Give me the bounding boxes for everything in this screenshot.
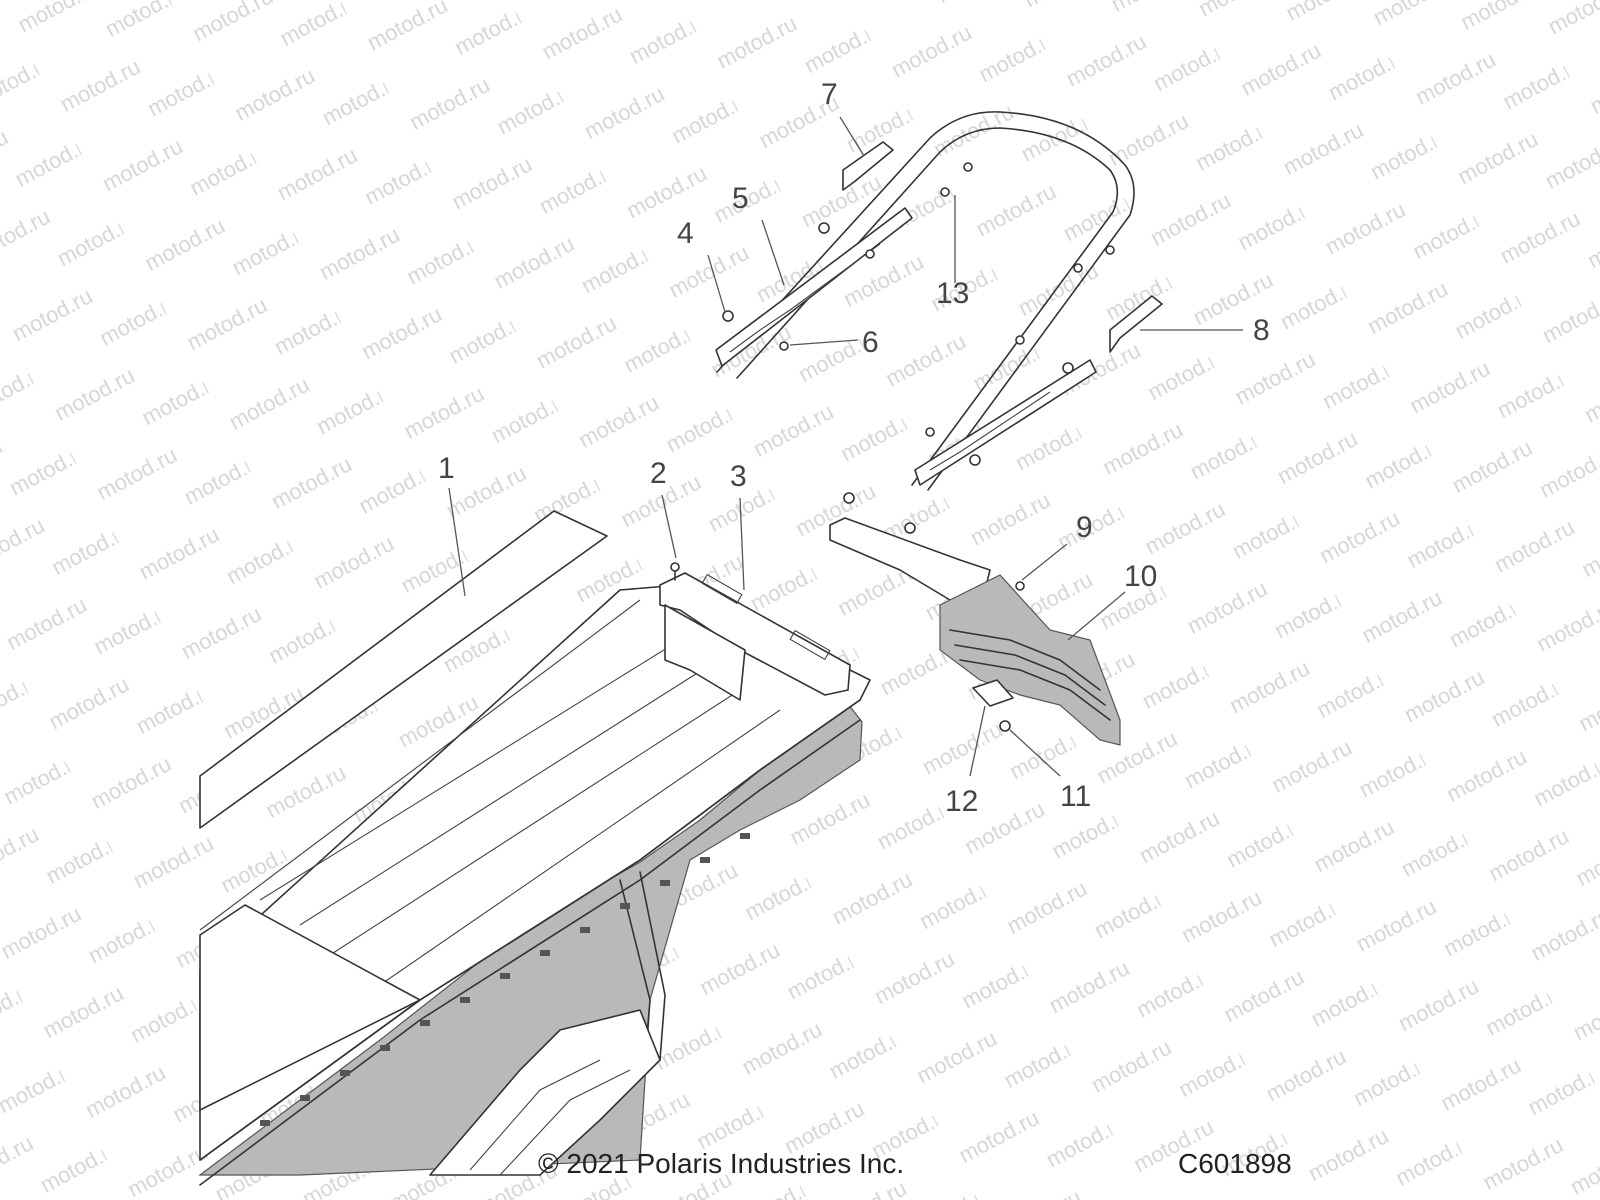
callout-9: 9 [1076, 511, 1093, 544]
callout-3: 3 [730, 460, 747, 493]
callout-2: 2 [650, 457, 667, 490]
part-12-plate [972, 679, 1014, 707]
part-9-bracket [829, 492, 1025, 601]
callout-5: 5 [732, 182, 749, 215]
part-5-trim-strip [715, 207, 1097, 486]
callout-11: 11 [1060, 780, 1091, 813]
part-10-snowflap [939, 574, 1121, 746]
callout-8: 8 [1253, 314, 1270, 347]
callout-4: 4 [677, 217, 694, 250]
tunnel-body [198, 584, 871, 1186]
drawing-number: C601898 [1178, 1148, 1292, 1179]
callout-13: 13 [936, 277, 969, 310]
part-6-screw [779, 341, 789, 351]
part-8-decal [1109, 295, 1163, 353]
callout-labels: 1 2 3 4 5 6 7 8 9 10 11 12 13 [438, 78, 1270, 818]
part-4-nut [722, 310, 734, 322]
callout-12: 12 [945, 785, 978, 818]
callout-7: 7 [821, 78, 838, 111]
part-7-decal [842, 141, 894, 191]
part-11-screw [999, 720, 1011, 732]
part-13-rivet [940, 187, 950, 197]
part-2-screw [670, 562, 680, 581]
copyright-notice: © 2021 Polaris Industries Inc. [538, 1148, 905, 1179]
callout-1: 1 [438, 452, 455, 485]
callout-10: 10 [1124, 560, 1157, 593]
part-1-mat [199, 510, 608, 829]
callout-6: 6 [862, 326, 879, 359]
rear-bumper-loop [716, 111, 1135, 491]
fasteners [722, 162, 1115, 466]
leader-lines [448, 116, 1243, 777]
part-3-bracket [659, 572, 851, 701]
